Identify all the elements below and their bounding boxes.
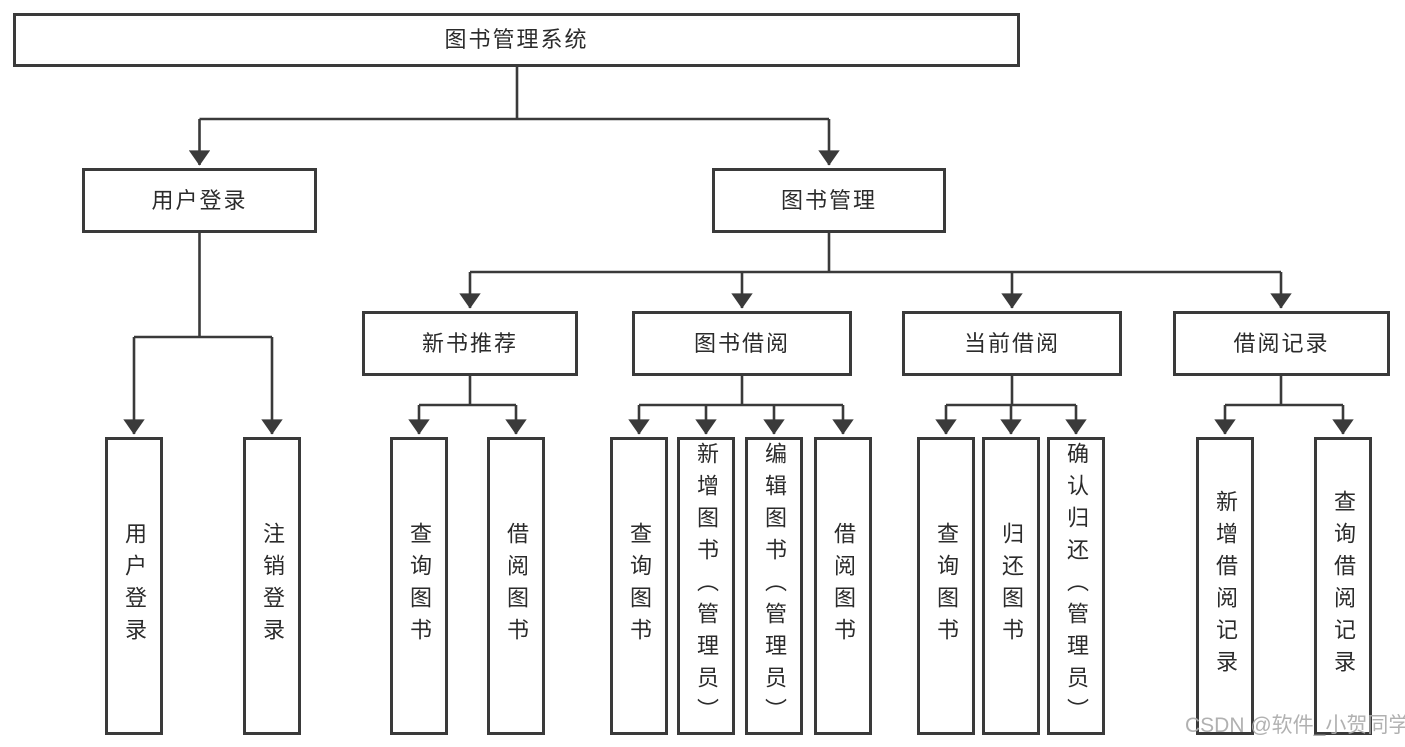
node-book-management: 图书管理 <box>712 168 946 233</box>
node-current-borrow: 当前借阅 <box>902 311 1122 376</box>
leaf-borrow-books: 借阅图书 <box>814 437 872 735</box>
leaf-edit-books-admin: 编辑图书（管理员） <box>745 437 803 735</box>
leaf-logout: 注销登录 <box>243 437 301 735</box>
leaf-query-borrow-record: 查询借阅记录 <box>1314 437 1372 735</box>
leaf-add-books-admin: 新增图书（管理员） <box>677 437 735 735</box>
leaf-query-books-recommend: 查询图书 <box>390 437 448 735</box>
node-library-management-system: 图书管理系统 <box>13 13 1020 67</box>
csdn-watermark: CSDN @软件_小贺同学 <box>1185 714 1405 737</box>
leaf-query-books-borrow: 查询图书 <box>610 437 668 735</box>
leaf-borrow-books-recommend: 借阅图书 <box>487 437 545 735</box>
leaf-return-books: 归还图书 <box>982 437 1040 735</box>
leaf-add-borrow-record: 新增借阅记录 <box>1196 437 1254 735</box>
node-book-borrow: 图书借阅 <box>632 311 852 376</box>
node-user-login: 用户登录 <box>82 168 317 233</box>
leaf-query-books-current: 查询图书 <box>917 437 975 735</box>
leaf-confirm-return-admin: 确认归还（管理员） <box>1047 437 1105 735</box>
node-borrow-records: 借阅记录 <box>1173 311 1390 376</box>
leaf-user-login: 用户登录 <box>105 437 163 735</box>
node-new-book-recommend: 新书推荐 <box>362 311 578 376</box>
